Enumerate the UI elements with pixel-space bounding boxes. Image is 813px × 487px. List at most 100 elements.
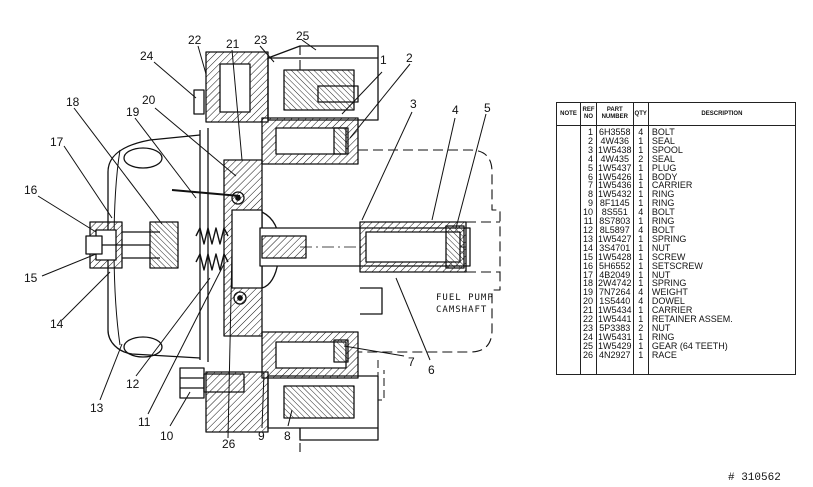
cell-qty: 4 [632, 297, 649, 307]
cell-note [556, 172, 581, 182]
callout-9: 9 [258, 429, 265, 443]
cell-note [556, 306, 581, 316]
cell-qty: 1 [632, 341, 649, 351]
cell-desc: RACE [647, 350, 797, 360]
callout-3: 3 [410, 97, 417, 111]
callout-22: 22 [188, 33, 202, 47]
cell-ref: 26 [580, 350, 597, 360]
cell-desc: SPRING [647, 279, 797, 289]
cell-note [556, 163, 581, 173]
cell-desc: RING [647, 217, 797, 226]
cell-ref: 16 [580, 261, 597, 271]
cell-qty: 1 [632, 136, 649, 146]
cell-desc: GEAR (64 TEETH) [647, 341, 797, 351]
ring [193, 89, 205, 115]
cell-note [556, 136, 581, 146]
cell-note [556, 217, 581, 226]
cell-qty: 1 [632, 163, 649, 173]
outer-spring [149, 221, 179, 269]
cell-note [556, 154, 581, 164]
filler-cell [580, 359, 597, 375]
cell-note [556, 199, 581, 209]
cell-ref: 23 [580, 323, 597, 333]
bolt-upper [317, 85, 359, 103]
cell-note [556, 125, 581, 137]
cell-note [556, 208, 581, 218]
cell-qty: 1 [632, 217, 649, 226]
cell-qty: 4 [632, 226, 649, 235]
table-filler-row [556, 359, 797, 375]
callout-17: 17 [50, 135, 64, 149]
cell-desc: CARRIER [647, 181, 797, 191]
cell-desc: SETSCREW [647, 261, 797, 271]
callout-18: 18 [66, 95, 80, 109]
cell-qty: 4 [632, 125, 649, 137]
cell-ref: 4 [580, 154, 597, 164]
seal-upper [333, 127, 349, 155]
cell-note [556, 243, 581, 253]
cell-qty: 1 [632, 306, 649, 316]
cell-qty: 1 [632, 270, 649, 280]
leader-lines [37, 39, 487, 439]
callout-19: 19 [126, 105, 140, 119]
callout-25: 25 [296, 29, 310, 43]
cell-qty: 1 [632, 243, 649, 253]
filler-cell [596, 359, 634, 375]
seal-lower [333, 339, 349, 363]
header-description: DESCRIPTION [647, 102, 797, 126]
cell-ref: 20 [580, 297, 597, 307]
cell-qty: 1 [632, 190, 649, 200]
annotation-camshaft: CAMSHAFT [436, 305, 487, 315]
cell-note [556, 225, 581, 235]
setscrew [85, 235, 103, 255]
table-header-row: NOTE REF NO PART NUMBER QTY DESCRIPTION [556, 102, 797, 126]
cell-desc: SEAL [647, 136, 797, 146]
cell-note [556, 279, 581, 289]
cell-qty: 1 [632, 279, 649, 289]
cell-note [556, 323, 581, 333]
cell-ref: 12 [580, 226, 597, 235]
callout-6: 6 [428, 363, 435, 377]
cell-note [556, 270, 581, 280]
cell-ref: 21 [580, 306, 597, 316]
body-lower [205, 371, 269, 433]
cell-note [556, 350, 581, 360]
cell-note [556, 297, 581, 307]
callout-20: 20 [142, 93, 156, 107]
cell-ref: 17 [580, 270, 597, 280]
callout-11: 11 [138, 415, 151, 429]
cover-rib-upper [123, 147, 163, 169]
filler-cell [632, 359, 649, 375]
filler-cell [556, 359, 581, 375]
callout-15: 15 [24, 271, 38, 285]
parts-list-table: NOTE REF NO PART NUMBER QTY DESCRIPTION … [556, 102, 797, 375]
cell-desc: BOLT [647, 226, 797, 235]
callouts: 1 2 3 4 5 6 7 8 9 10 11 12 13 14 15 16 1… [24, 29, 491, 451]
cell-ref: 9 [580, 199, 597, 209]
cell-ref: 6 [580, 172, 597, 182]
callout-10: 10 [160, 429, 174, 443]
cell-desc: RETAINER ASSEM. [647, 315, 797, 324]
annotation-fuel-pump: FUEL PUMP [436, 293, 494, 303]
cell-desc: DOWEL [647, 297, 797, 307]
plug [445, 225, 465, 269]
cell-qty: 2 [632, 323, 649, 333]
cell-note [556, 181, 581, 191]
callout-26: 26 [222, 437, 236, 451]
cell-ref: 24 [580, 332, 597, 342]
cell-desc: RING [647, 190, 797, 200]
cell-desc: NUT [647, 270, 797, 280]
cell-note [556, 145, 581, 155]
